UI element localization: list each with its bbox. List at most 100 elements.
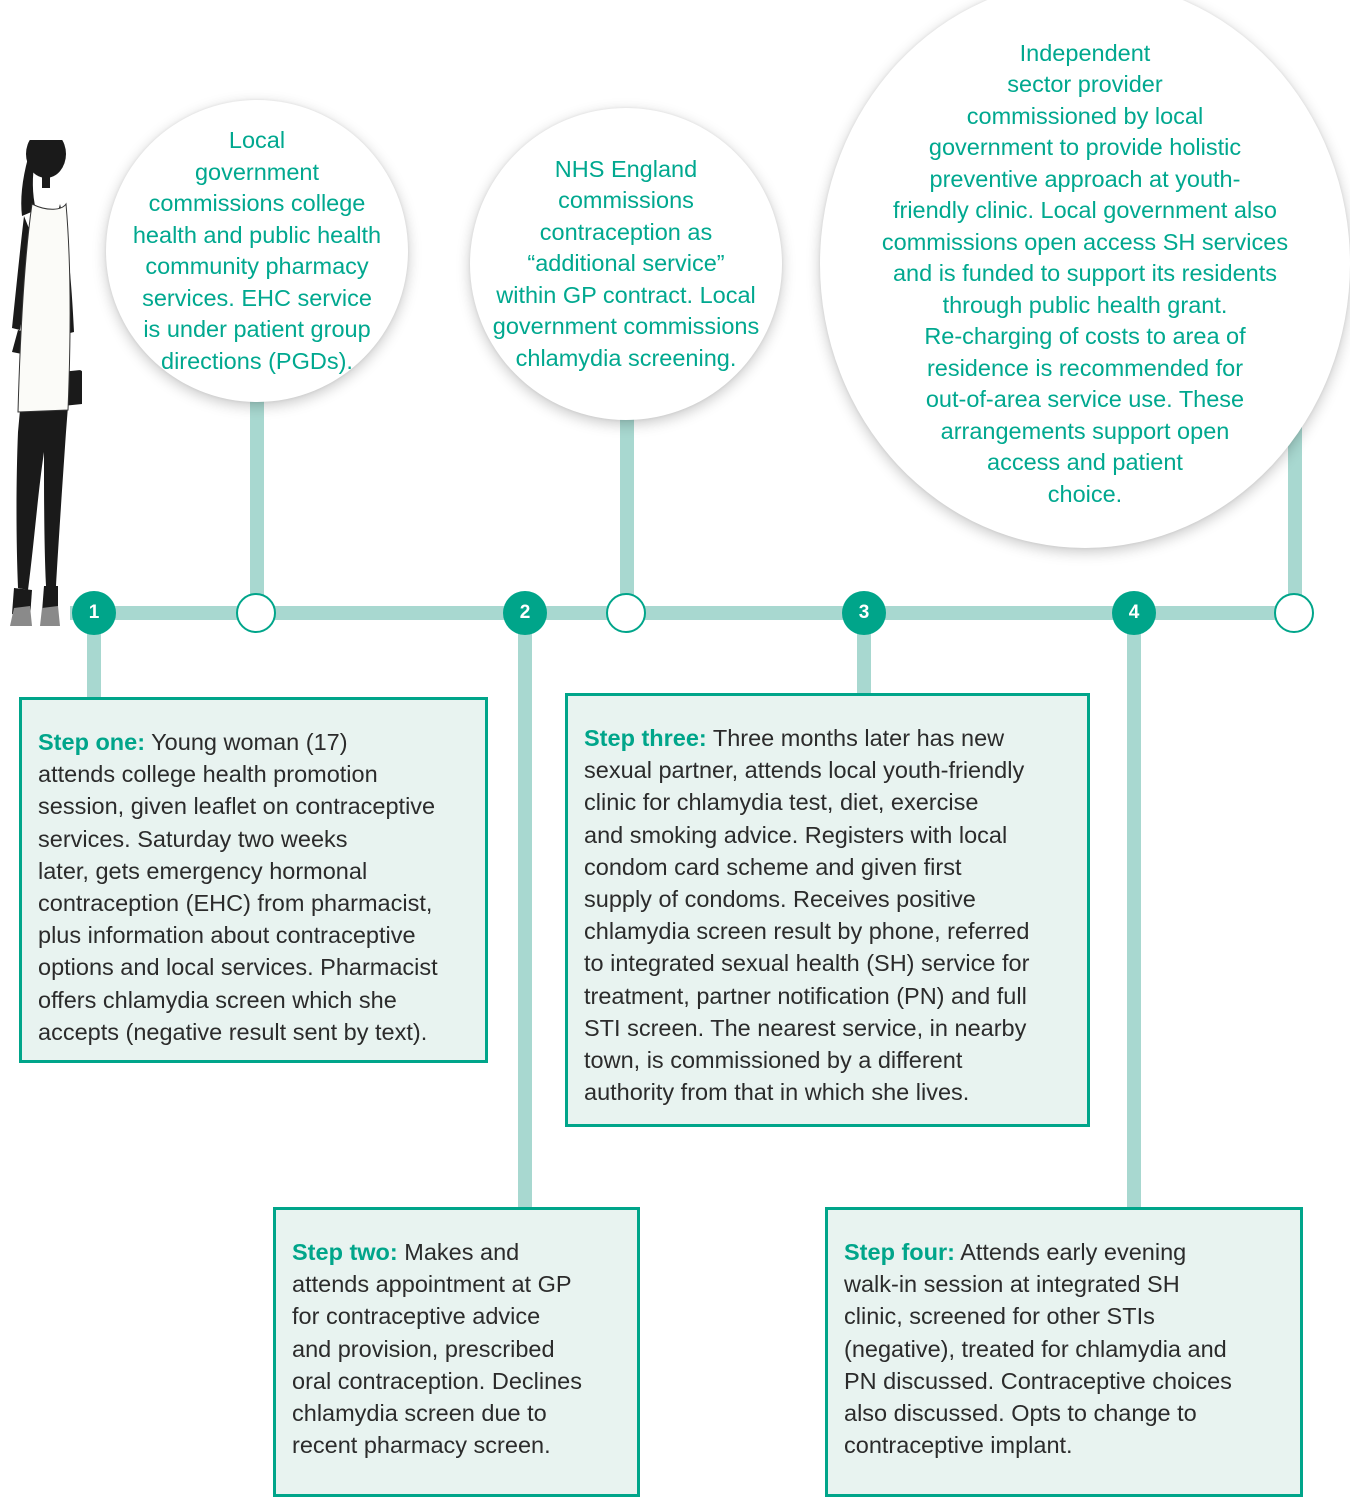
step-one-line: attends college health promotion [38,761,378,788]
bubble-3-line: Re-charging of costs to area of [924,323,1246,350]
bubble-3-line: arrangements support open [940,417,1230,444]
step-two-line: and provision, prescribed [292,1335,555,1362]
step-number-4: 4 [1112,591,1156,635]
bubble-3-line: choice. [1047,480,1123,507]
step-four-box: Step four: Attends early evening walk-in… [825,1207,1303,1497]
connector-bubble-3 [1288,400,1302,606]
step-four-line: (negative), treated for chlamydia and [844,1335,1227,1362]
timeline-horizontal-line [70,606,1310,620]
step-two-line: for contraceptive advice [292,1303,541,1330]
connector-step-3 [857,630,871,696]
bubble-2-line: within GP contract. Local [496,281,756,308]
step-three-line: authority from that in which she lives. [584,1079,970,1106]
step-four-text: Step four: Attends early evening walk-in… [844,1236,1284,1461]
commissioning-bubble-1: Local government commissions college hea… [106,100,408,402]
step-three-line: Three months later has new [706,725,1005,751]
step-three-line: treatment, partner notification (PN) and… [584,982,1027,1009]
step-four-line: PN discussed. Contraceptive choices [844,1367,1232,1394]
step-one-line: options and local services. Pharmacist [38,954,438,981]
step-number-1: 1 [72,591,116,635]
timeline-node-3 [1274,593,1314,633]
step-two-line: chlamydia screen due to [292,1400,547,1427]
bubble-3-line: commissions open access SH services [881,228,1289,255]
step-one-line: plus information about contraceptive [38,922,416,949]
commissioning-bubble-2: NHS England commissions contraception as… [470,108,782,420]
step-two-line: recent pharmacy screen. [292,1432,551,1459]
bubble-3-line: sector provider [1007,71,1163,98]
step-four-line: contraceptive implant. [844,1432,1073,1459]
connector-step-2 [518,630,532,1210]
step-one-line: Young woman (17) [145,729,348,755]
bubble-1-line: services. EHC service [142,284,372,311]
bubble-1-line: government [194,158,320,185]
timeline-node-1 [236,593,276,633]
bubble-2-line: commissions [558,187,694,214]
timeline-node-2 [606,593,646,633]
bubble-3-line: government to provide holistic [928,134,1242,161]
step-three-line: supply of condoms. Receives positive [584,886,976,913]
step-one-line: offers chlamydia screen which she [38,986,397,1013]
bubble-3-line: preventive approach at youth- [929,165,1241,192]
step-two-text: Step two: Makes and attends appointment … [292,1236,621,1461]
step-four-line: also discussed. Opts to change to [844,1400,1197,1427]
step-two-line: Makes and [397,1239,520,1265]
bubble-1-line: is under patient group [143,316,371,342]
step-three-line: chlamydia screen result by phone, referr… [584,918,1030,945]
bubble-3-line: friendly clinic. Local government also [892,197,1277,224]
step-three-box: Step three: Three months later has new s… [565,693,1090,1127]
step-three-line: sexual partner, attends local youth-frie… [584,757,1025,784]
step-one-line: later, gets emergency hormonal [38,857,368,884]
bubble-1-text: Local government commissions college hea… [133,125,381,377]
bubble-1-line: community pharmacy [145,253,369,279]
bubble-2-line: “additional service” [527,250,725,277]
step-four-line: Attends early evening [954,1239,1187,1265]
step-one-line: services. Saturday two weeks [38,825,348,852]
step-three-line: clinic for chlamydia test, diet, exercis… [584,789,979,816]
step-one-box: Step one: Young woman (17) attends colle… [19,697,488,1063]
step-three-line: to integrated sexual health (SH) service… [584,950,1030,977]
step-three-label: Step three: [584,725,707,751]
connector-bubble-2 [620,400,634,606]
connector-step-4 [1127,630,1141,1210]
connector-bubble-1 [250,400,264,606]
step-three-line: STI screen. The nearest service, in near… [584,1014,1027,1041]
commissioning-bubble-3: Independent sector provider commissioned… [820,0,1350,548]
bubble-2-line: government commissions [492,313,760,340]
step-one-text: Step one: Young woman (17) attends colle… [38,726,469,1048]
bubble-1-line: health and public health [132,221,382,248]
bubble-2-line: NHS England [554,155,698,182]
bubble-3-line: out-of-area service use. These [925,386,1245,413]
step-number-2: 2 [503,591,547,635]
bubble-3-line: access and patient [987,449,1183,476]
bubble-1-line: directions (PGDs). [161,347,353,374]
step-two-box: Step two: Makes and attends appointment … [273,1207,640,1497]
bubble-3-line: commissioned by local [966,102,1204,129]
step-one-line: accepts (negative result sent by text). [38,1018,428,1045]
bubble-1-line: Local [228,127,286,153]
bubble-3-line: through public health grant. [942,291,1228,318]
step-number-3: 3 [842,591,886,635]
step-one-line: session, given leaflet on contraceptive [38,793,436,820]
step-four-label: Step four: [844,1239,955,1265]
step-three-line: condom card scheme and given first [584,853,962,880]
step-one-label: Step one: [38,729,146,755]
step-four-line: walk-in session at integrated SH [844,1271,1180,1298]
step-one-line: contraception (EHC) from pharmacist, [38,890,433,917]
step-two-line: oral contraception. Declines [292,1367,582,1394]
step-three-text: Step three: Three months later has new s… [584,722,1071,1108]
connector-step-1 [87,630,101,700]
woman-silhouette-icon [10,140,82,626]
step-three-line: and smoking advice. Registers with local [584,821,1008,848]
step-two-line: attends appointment at GP [292,1271,572,1298]
bubble-2-text: NHS England commissions contraception as… [493,154,759,375]
bubble-1-line: commissions college [148,190,366,216]
bubble-3-line: residence is recommended for [926,354,1244,381]
bubble-3-line: and is funded to support its residents [892,260,1278,287]
bubble-2-line: contraception as [539,218,713,245]
step-four-line: clinic, screened for other STIs [844,1303,1155,1330]
bubble-2-line: chlamydia screening. [515,344,737,371]
step-three-line: town, is commissioned by a different [584,1047,963,1074]
step-two-label: Step two: [292,1239,398,1265]
bubble-3-line: Independent [1019,39,1151,66]
bubble-3-text: Independent sector provider commissioned… [882,38,1288,511]
